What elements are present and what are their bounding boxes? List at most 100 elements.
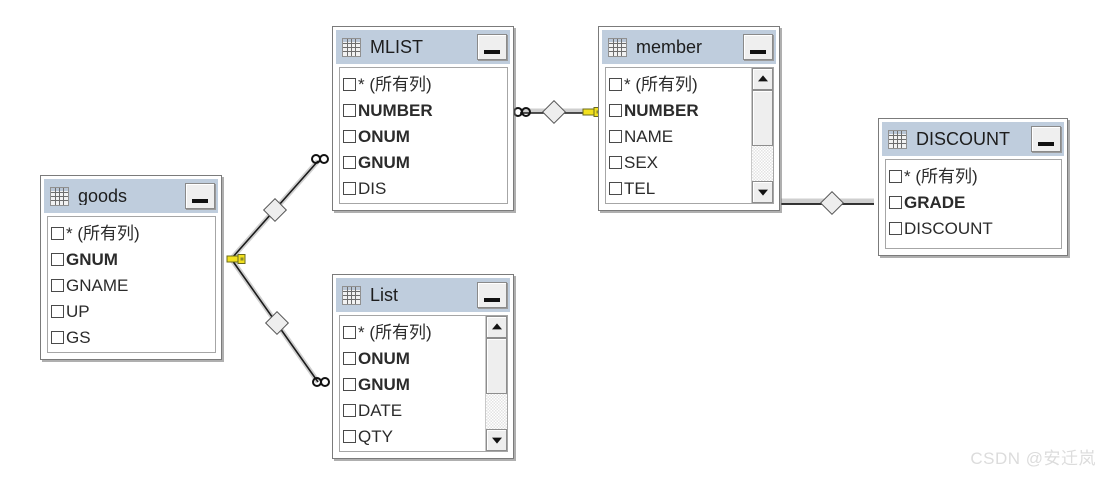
minimize-button-discount[interactable]: [1031, 126, 1061, 152]
column-checkbox[interactable]: [51, 278, 64, 292]
column-checkbox[interactable]: [343, 103, 356, 117]
table-titlebar-discount[interactable]: DISCOUNT: [882, 122, 1064, 156]
scrollbar-track[interactable]: [486, 338, 507, 429]
column-checkbox[interactable]: [343, 181, 356, 195]
table-grid-icon: [342, 37, 361, 57]
table-titlebar-mlist[interactable]: MLIST: [336, 30, 510, 64]
column-row[interactable]: * (所有列): [609, 71, 751, 97]
column-checkbox[interactable]: [343, 77, 356, 91]
table-window-mlist[interactable]: MLIST * (所有列) NUMBER ONUM GNUM DIS: [332, 26, 514, 211]
column-list-items: * (所有列) NUMBER ONUM GNUM DIS: [340, 68, 507, 203]
column-checkbox[interactable]: [343, 129, 356, 143]
column-row[interactable]: * (所有列): [51, 220, 215, 246]
column-name-label: GS: [66, 327, 91, 347]
column-checkbox[interactable]: [343, 351, 356, 365]
column-row[interactable]: SEX: [609, 149, 751, 175]
minimize-button-goods[interactable]: [185, 183, 215, 209]
column-checkbox[interactable]: [343, 325, 356, 339]
column-checkbox[interactable]: [889, 195, 902, 209]
column-row[interactable]: * (所有列): [889, 163, 1061, 189]
column-row[interactable]: GRADE: [889, 189, 1061, 215]
column-name-label: DIS: [358, 178, 387, 198]
column-name-label: GNUM: [358, 374, 410, 394]
relationship-diamond-icon: [542, 100, 566, 124]
column-name-label: * (所有列): [358, 74, 432, 94]
column-checkbox[interactable]: [343, 429, 356, 443]
relationship-mlist-member[interactable]: [513, 100, 602, 124]
column-checkbox[interactable]: [343, 403, 356, 417]
column-row[interactable]: ONUM: [343, 123, 507, 149]
scroll-up-button[interactable]: [486, 316, 507, 338]
column-row[interactable]: GNUM: [343, 149, 507, 175]
column-checkbox[interactable]: [51, 304, 64, 318]
column-row[interactable]: GNUM: [343, 371, 485, 397]
column-name-label: DISCOUNT: [904, 218, 993, 238]
column-row[interactable]: * (所有列): [343, 319, 485, 345]
scrollbar-thumb[interactable]: [486, 338, 507, 395]
column-row[interactable]: DATE: [343, 397, 485, 423]
column-checkbox[interactable]: [51, 226, 64, 240]
minimize-button-mlist[interactable]: [477, 34, 507, 60]
column-row[interactable]: DISCOUNT: [889, 215, 1061, 241]
column-row[interactable]: NUMBER: [343, 97, 507, 123]
table-title-label: goods: [78, 187, 128, 205]
scroll-down-button[interactable]: [486, 429, 507, 451]
table-titlebar-list[interactable]: List: [336, 278, 510, 312]
column-name-label: SEX: [624, 152, 659, 172]
column-row[interactable]: GS: [51, 324, 215, 350]
relationship-goods-list[interactable]: [229, 258, 330, 387]
column-row[interactable]: NUMBER: [609, 97, 751, 123]
column-checkbox[interactable]: [889, 221, 902, 235]
column-row[interactable]: GNAME: [51, 272, 215, 298]
column-checkbox[interactable]: [51, 252, 64, 266]
column-checkbox[interactable]: [343, 377, 356, 391]
table-titlebar-goods[interactable]: goods: [44, 179, 218, 213]
column-name-label: * (所有列): [358, 322, 432, 342]
column-list-scrollbar[interactable]: [751, 68, 773, 203]
scrollbar-thumb[interactable]: [752, 90, 773, 147]
minimize-button-member[interactable]: [743, 34, 773, 60]
column-checkbox[interactable]: [889, 169, 902, 183]
column-checkbox[interactable]: [51, 330, 64, 344]
column-checkbox[interactable]: [609, 77, 622, 91]
table-window-discount[interactable]: DISCOUNT * (所有列)GRADE DISCOUNT: [878, 118, 1068, 256]
table-title-label: MLIST: [370, 38, 424, 56]
column-name-label: GNUM: [358, 152, 410, 172]
column-row[interactable]: DIS: [343, 175, 507, 201]
column-checkbox[interactable]: [609, 181, 622, 195]
scrollbar-track[interactable]: [752, 90, 773, 181]
column-name-label: ONUM: [358, 126, 410, 146]
table-grid-icon: [342, 285, 361, 305]
column-row[interactable]: QTY: [343, 423, 485, 449]
relationship-member-discount[interactable]: [781, 191, 874, 215]
column-checkbox[interactable]: [609, 155, 622, 169]
column-list-mlist: * (所有列) NUMBER ONUM GNUM DIS: [339, 67, 508, 204]
column-row[interactable]: GNUM: [51, 246, 215, 272]
primary-key-icon: [226, 254, 246, 264]
scroll-down-button[interactable]: [752, 181, 773, 203]
column-row[interactable]: * (所有列): [343, 71, 507, 97]
table-titlebar-member[interactable]: member: [602, 30, 776, 64]
column-row[interactable]: TEL: [609, 175, 751, 201]
column-row[interactable]: NAME: [609, 123, 751, 149]
column-name-label: * (所有列): [624, 74, 698, 94]
column-checkbox[interactable]: [343, 155, 356, 169]
scroll-up-button[interactable]: [752, 68, 773, 90]
relationship-goods-mlist[interactable]: [230, 154, 329, 260]
column-list-scrollbar[interactable]: [485, 316, 507, 451]
table-grid-icon: [608, 37, 627, 57]
watermark: CSDN @安迁岚: [970, 449, 1096, 468]
column-checkbox[interactable]: [609, 103, 622, 117]
minimize-button-list[interactable]: [477, 282, 507, 308]
column-row[interactable]: ONUM: [343, 345, 485, 371]
column-checkbox[interactable]: [609, 129, 622, 143]
column-row[interactable]: UP: [51, 298, 215, 324]
